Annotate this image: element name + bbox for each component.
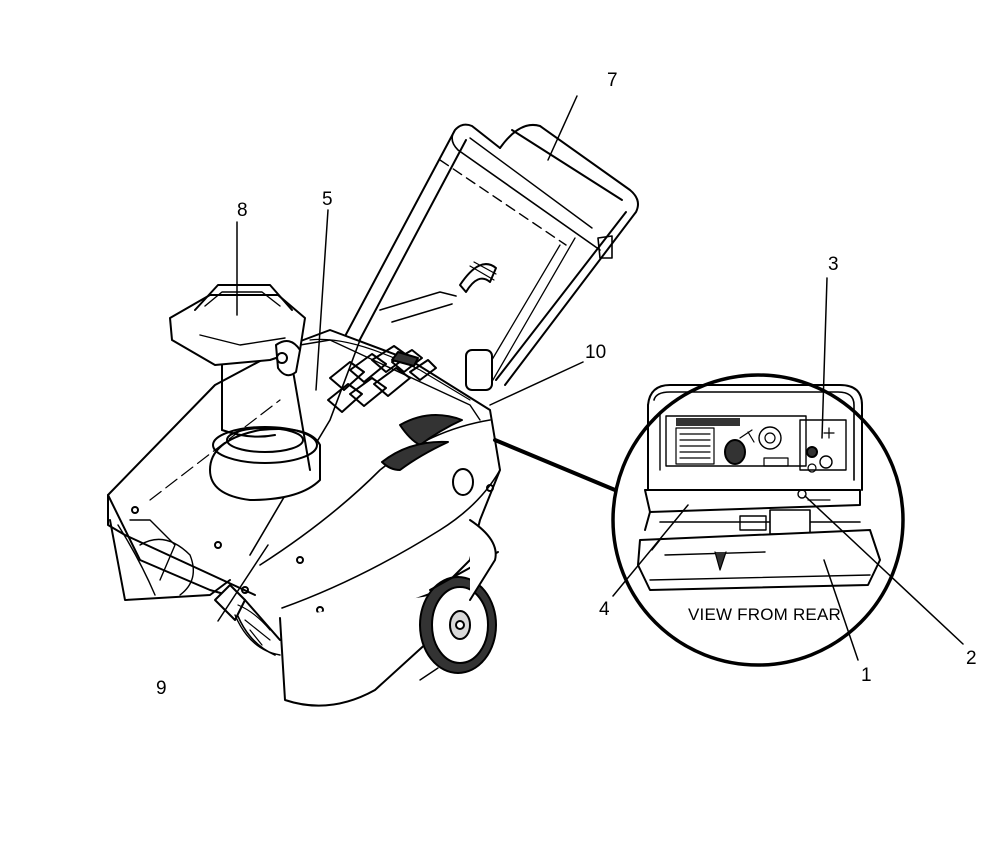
inset-caption: VIEW FROM REAR (688, 605, 841, 624)
callout-8: 8 (237, 200, 248, 221)
inset-rear-view (637, 384, 881, 591)
callout-2: 2 (966, 648, 977, 669)
callout-9: 9 (156, 678, 167, 699)
callout-1: 1 (861, 665, 872, 686)
handle (334, 123, 639, 391)
callout-3: 3 (828, 254, 839, 275)
callout-labels: 7 8 5 10 3 4 9 1 2 VIEW FROM REAR (156, 70, 977, 699)
wheel (419, 519, 499, 681)
callout-leaders (217, 95, 964, 661)
callout-10: 10 (585, 342, 606, 363)
callout-4: 4 (599, 599, 610, 620)
callout-5: 5 (322, 189, 333, 210)
inset-circle (611, 373, 905, 667)
inset-leader (493, 438, 617, 492)
discharge-chute (169, 284, 321, 501)
callout-7: 7 (607, 70, 618, 91)
